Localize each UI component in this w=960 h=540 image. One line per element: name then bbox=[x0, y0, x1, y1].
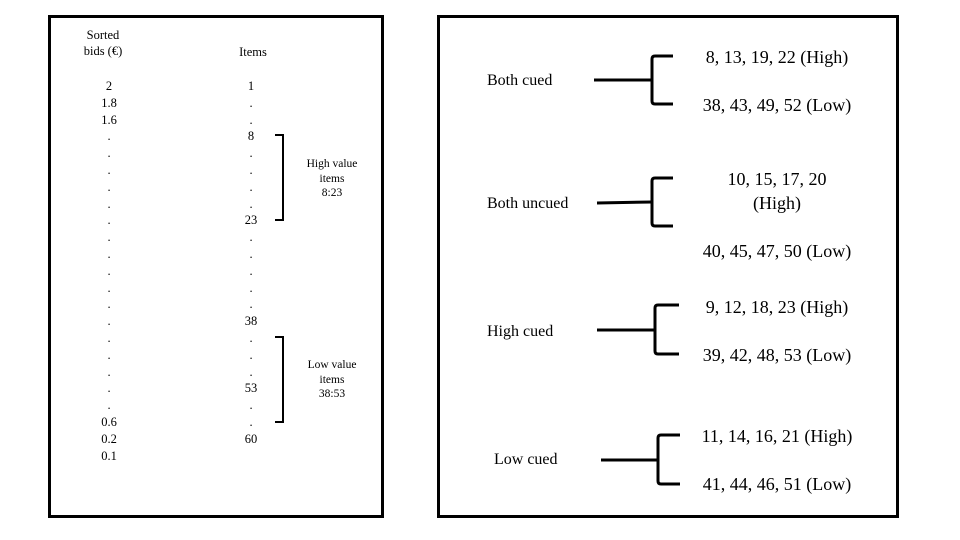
bid-value: . bbox=[107, 331, 111, 345]
bid-value: . bbox=[107, 247, 111, 261]
item-number: 38 bbox=[244, 314, 258, 329]
condition-label-low-cued: Low cued bbox=[494, 451, 558, 468]
bid-value: . bbox=[107, 398, 111, 413]
condition-label-high-cued: High cued bbox=[487, 323, 554, 340]
item-number: . bbox=[249, 297, 253, 312]
item-number: 60 bbox=[244, 431, 258, 446]
item-number: . bbox=[249, 163, 253, 177]
both-cued-high-items: 8, 13, 19, 22 (High) bbox=[705, 47, 849, 67]
bid-value: . bbox=[107, 314, 111, 329]
bids-header-line1: Sorted bbox=[86, 28, 120, 42]
bid-value: . bbox=[107, 196, 111, 211]
bid-value: . bbox=[107, 179, 111, 194]
low-value-bracket bbox=[275, 336, 284, 423]
item-number: . bbox=[249, 398, 253, 413]
item-number: 1 bbox=[247, 79, 255, 93]
bid-value: . bbox=[107, 163, 111, 177]
bid-value: . bbox=[107, 129, 111, 144]
low-cued-high-items: 11, 14, 16, 21 (High) bbox=[701, 426, 853, 446]
both-uncued-low-items: 40, 45, 47, 50 (Low) bbox=[702, 241, 852, 261]
bid-value: 2 bbox=[105, 79, 113, 93]
low-value-note: Low value items 38:53 bbox=[307, 359, 357, 400]
item-number: . bbox=[249, 347, 253, 362]
high-cued-low-items: 39, 42, 48, 53 (Low) bbox=[702, 345, 852, 365]
item-number: . bbox=[249, 146, 253, 161]
high-value-note: High value items 8:23 bbox=[306, 158, 358, 199]
condition-label-both-cued: Both cued bbox=[487, 72, 553, 89]
bid-value: . bbox=[107, 381, 111, 396]
item-number: . bbox=[249, 230, 253, 245]
item-number: 8 bbox=[247, 129, 255, 144]
bracket-both-uncued bbox=[596, 176, 673, 228]
item-number: . bbox=[249, 364, 253, 379]
bids-header-line2: bids (€) bbox=[83, 44, 123, 58]
bid-value: 0.2 bbox=[101, 431, 117, 446]
item-number: . bbox=[249, 331, 253, 345]
item-number: . bbox=[249, 415, 253, 429]
items-header: Items bbox=[239, 45, 267, 59]
bracket-low-cued bbox=[601, 433, 680, 486]
condition-label-both-uncued: Both uncued bbox=[487, 195, 569, 212]
bracket-both-cued bbox=[594, 54, 673, 106]
both-cued-low-items: 38, 43, 49, 52 (Low) bbox=[702, 95, 852, 115]
bid-value: . bbox=[107, 230, 111, 245]
item-number: 23 bbox=[244, 213, 258, 228]
high-cued-high-items: 9, 12, 18, 23 (High) bbox=[705, 297, 849, 317]
sorted-bids-panel bbox=[48, 15, 384, 518]
high-value-bracket bbox=[275, 134, 284, 221]
bid-value: 1.6 bbox=[101, 112, 117, 127]
item-number: . bbox=[249, 112, 253, 127]
bid-value: . bbox=[107, 146, 111, 161]
item-number: . bbox=[249, 263, 253, 278]
both-uncued-high-items: 10, 15, 17, 20 (High) bbox=[727, 169, 827, 213]
bid-value: . bbox=[107, 263, 111, 278]
bid-value: . bbox=[107, 347, 111, 362]
bid-value: 1.8 bbox=[101, 95, 117, 110]
item-number: . bbox=[249, 247, 253, 261]
item-number: . bbox=[249, 196, 253, 211]
bid-value: . bbox=[107, 280, 111, 295]
low-cued-low-items: 41, 44, 46, 51 (Low) bbox=[702, 474, 852, 494]
bid-value: 0.1 bbox=[101, 448, 117, 463]
bid-value: . bbox=[107, 213, 111, 228]
bid-value: . bbox=[107, 364, 111, 379]
bid-value: 0.6 bbox=[101, 415, 117, 429]
bid-value: . bbox=[107, 297, 111, 312]
bracket-high-cued bbox=[597, 303, 679, 356]
item-number: 53 bbox=[244, 381, 258, 396]
item-number: . bbox=[249, 179, 253, 194]
item-number: . bbox=[249, 280, 253, 295]
item-number: . bbox=[249, 95, 253, 110]
